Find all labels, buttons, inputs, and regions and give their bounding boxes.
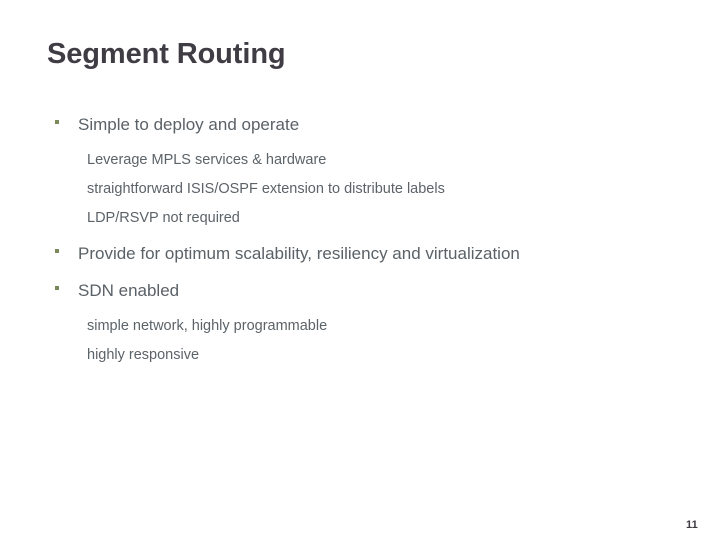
list-item-label: straightforward ISIS/OSPF extension to d… [87, 181, 445, 197]
page-title: Segment Routing [47, 38, 286, 70]
list-item-label: highly responsive [87, 347, 200, 363]
spacer [48, 233, 668, 241]
list-item: Simple to deploy and operate [48, 112, 668, 141]
list-item: LDP/RSVP not required [48, 204, 668, 233]
square-bullet-icon [48, 112, 66, 124]
list-item: Provide for optimum scalability, resilie… [48, 241, 668, 270]
list-item: SDN enabled [48, 278, 668, 307]
list-item-label: Provide for optimum scalability, resilie… [78, 244, 520, 263]
list-item-label: SDN enabled [78, 281, 180, 300]
square-bullet-icon [48, 241, 66, 253]
bullet-list: Simple to deploy and operate Leverage MP… [48, 112, 668, 370]
list-item-label: simple network, highly programmable [87, 318, 328, 334]
square-bullet-icon [48, 278, 66, 290]
list-item-label: LDP/RSVP not required [87, 210, 240, 226]
list-item: straightforward ISIS/OSPF extension to d… [48, 175, 668, 204]
list-item: Leverage MPLS services & hardware [48, 146, 668, 175]
page-number: 11 [685, 519, 698, 531]
spacer [48, 270, 668, 278]
list-item: highly responsive [48, 341, 668, 370]
list-item-label: Leverage MPLS services & hardware [87, 152, 327, 168]
list-item-label: Simple to deploy and operate [78, 115, 300, 134]
list-item: simple network, highly programmable [48, 312, 668, 341]
